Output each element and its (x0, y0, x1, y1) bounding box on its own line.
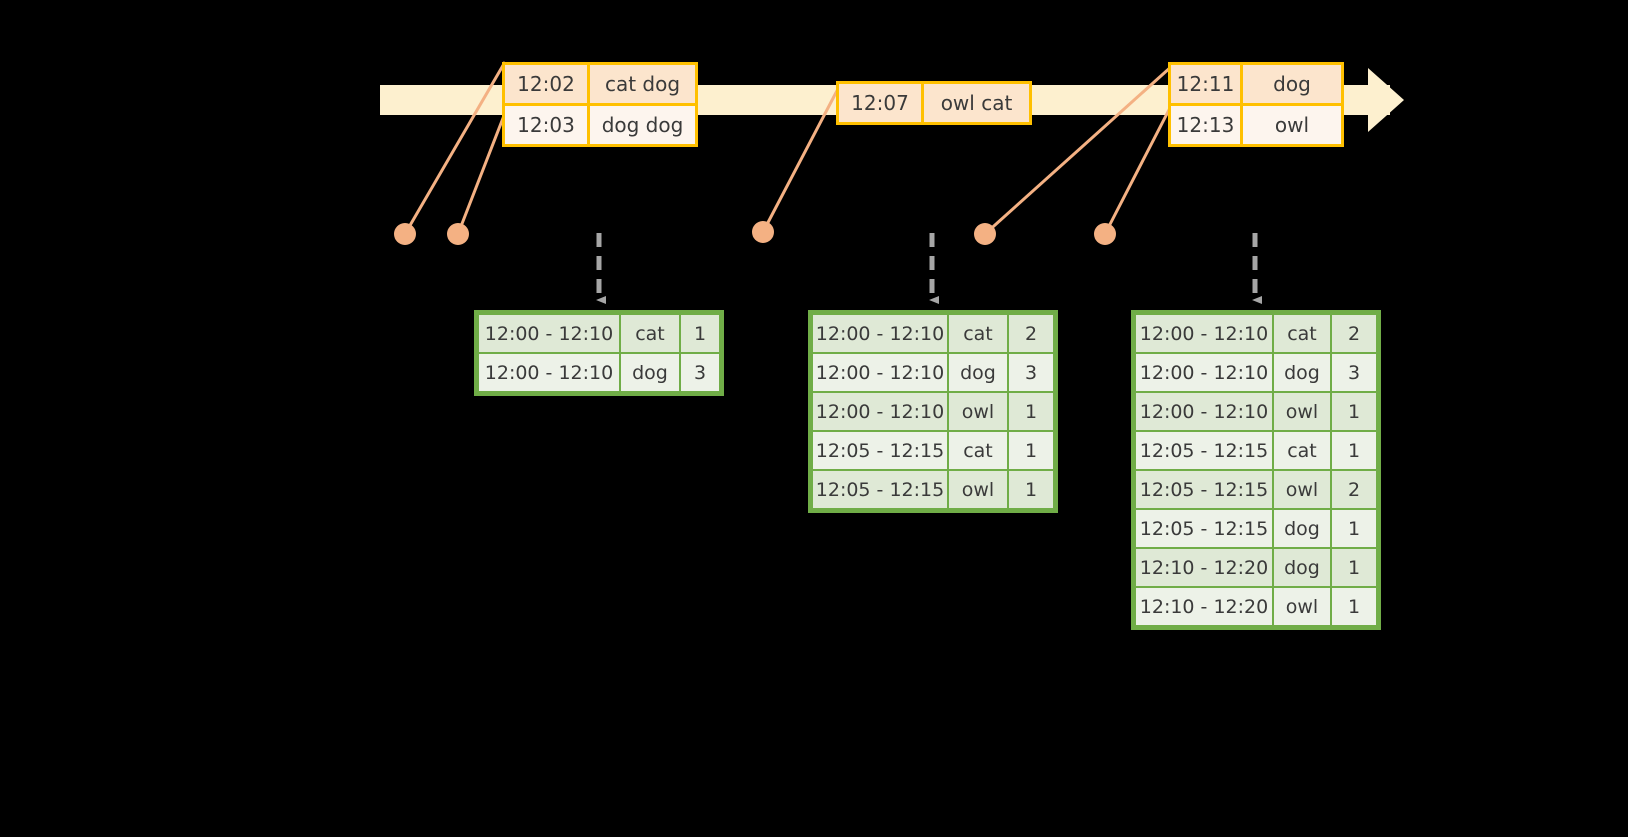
key-cell: dog (621, 354, 679, 391)
event-row: 12:11 dog (1171, 65, 1341, 103)
key-cell: owl (1274, 588, 1330, 625)
origin-dot-2 (447, 223, 469, 245)
key-cell: cat (621, 315, 679, 352)
event-value: dog (1243, 65, 1341, 103)
connector-5 (1103, 103, 1174, 235)
count-cell: 3 (1332, 354, 1376, 391)
event-time: 12:13 (1171, 106, 1243, 144)
event-value: owl cat (924, 84, 1029, 122)
key-cell: cat (949, 315, 1007, 352)
window-cell: 12:00 - 12:10 (1136, 354, 1272, 391)
origin-dot-1 (394, 223, 416, 245)
count-cell: 2 (1009, 315, 1053, 352)
event-value: cat dog (590, 65, 695, 103)
count-cell: 1 (1332, 588, 1376, 625)
event-box-3: 12:11 dog 12:13 owl (1168, 62, 1344, 147)
event-box-2: 12:07 owl cat (836, 81, 1032, 125)
key-cell: dog (1274, 354, 1330, 391)
window-cell: 12:00 - 12:10 (1136, 393, 1272, 430)
key-cell: owl (949, 393, 1007, 430)
key-cell: cat (1274, 315, 1330, 352)
window-cell: 12:00 - 12:10 (479, 354, 619, 391)
key-cell: dog (949, 354, 1007, 391)
key-cell: dog (1274, 549, 1330, 586)
event-time: 12:02 (505, 65, 590, 103)
origin-dot-4 (974, 223, 996, 245)
key-cell: cat (1274, 432, 1330, 469)
event-time: 12:11 (1171, 65, 1243, 103)
key-cell: owl (1274, 471, 1330, 508)
key-cell: dog (1274, 510, 1330, 547)
key-cell: owl (949, 471, 1007, 508)
event-box-1: 12:02 cat dog 12:03 dog dog (502, 62, 698, 147)
count-cell: 1 (1332, 510, 1376, 547)
count-cell: 2 (1332, 315, 1376, 352)
window-cell: 12:05 - 12:15 (813, 432, 947, 469)
key-cell: owl (1274, 393, 1330, 430)
window-cell: 12:00 - 12:10 (813, 315, 947, 352)
count-cell: 3 (1009, 354, 1053, 391)
timeline-arrowhead-icon (1368, 68, 1404, 132)
key-cell: cat (949, 432, 1007, 469)
window-cell: 12:10 - 12:20 (1136, 549, 1272, 586)
window-cell: 12:00 - 12:10 (813, 354, 947, 391)
window-cell: 12:05 - 12:15 (1136, 510, 1272, 547)
window-cell: 12:00 - 12:10 (813, 393, 947, 430)
event-row: 12:07 owl cat (839, 84, 1029, 122)
count-cell: 1 (681, 315, 719, 352)
count-cell: 1 (1332, 393, 1376, 430)
count-cell: 2 (1332, 471, 1376, 508)
window-cell: 12:00 - 12:10 (479, 315, 619, 352)
window-cell: 12:05 - 12:15 (1136, 432, 1272, 469)
event-row: 12:03 dog dog (505, 103, 695, 144)
event-time: 12:07 (839, 84, 924, 122)
origin-dot-5 (1094, 223, 1116, 245)
origin-dot-3 (752, 221, 774, 243)
event-value: dog dog (590, 106, 695, 144)
window-cell: 12:05 - 12:15 (813, 471, 947, 508)
event-row: 12:13 owl (1171, 103, 1341, 144)
event-value: owl (1243, 106, 1341, 144)
event-row: 12:02 cat dog (505, 65, 695, 103)
count-cell: 1 (1009, 393, 1053, 430)
count-cell: 1 (1009, 471, 1053, 508)
count-cell: 1 (1332, 549, 1376, 586)
count-cell: 1 (1009, 432, 1053, 469)
window-cell: 12:05 - 12:15 (1136, 471, 1272, 508)
window-cell: 12:00 - 12:10 (1136, 315, 1272, 352)
event-time: 12:03 (505, 106, 590, 144)
count-cell: 1 (1332, 432, 1376, 469)
window-cell: 12:10 - 12:20 (1136, 588, 1272, 625)
count-cell: 3 (681, 354, 719, 391)
